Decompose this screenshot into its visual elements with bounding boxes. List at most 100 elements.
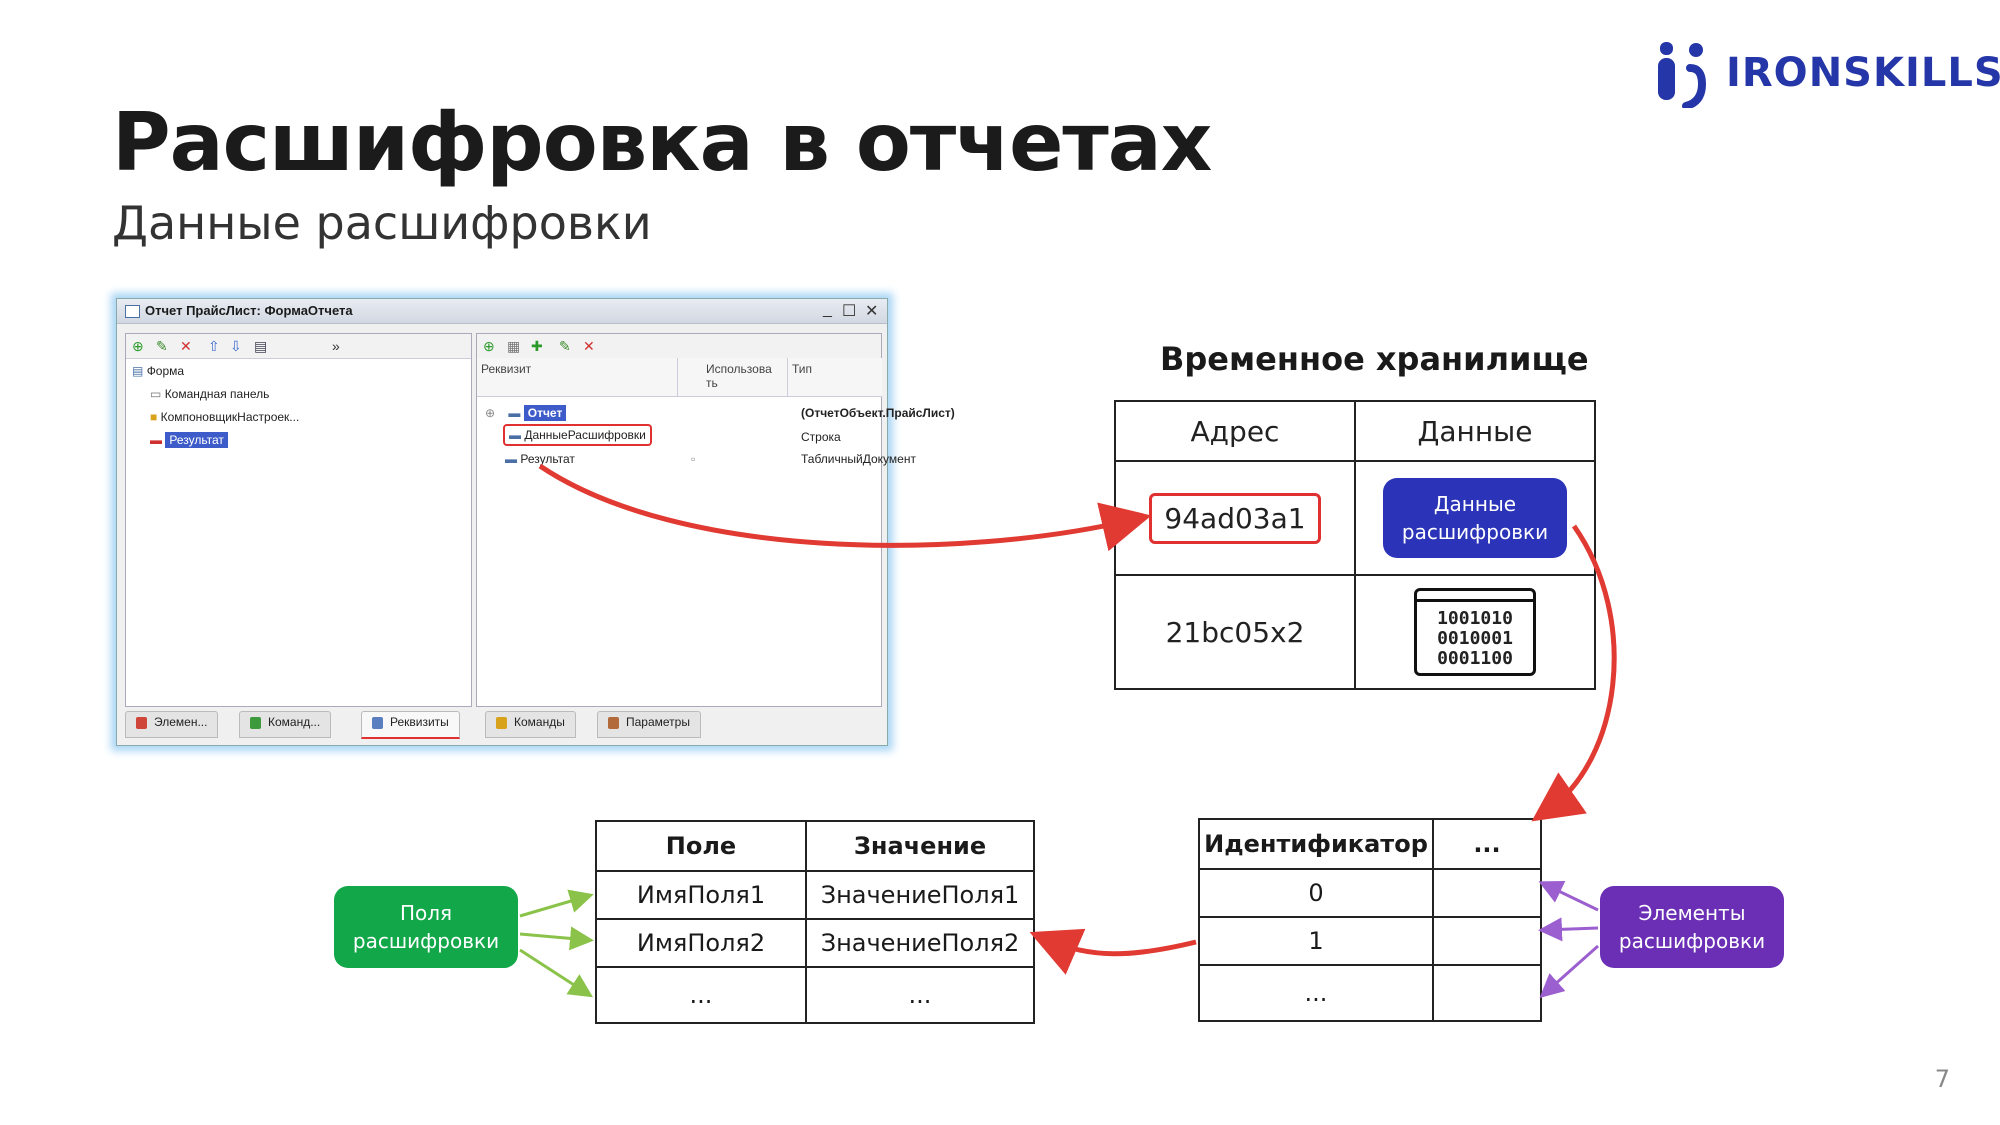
tab-commands-left[interactable]: Команд...	[239, 711, 332, 738]
fields-cell-value: ...	[805, 966, 1035, 1024]
attribute-row-decryption-data[interactable]: ▬ ДанныеРасшифровки	[503, 424, 652, 446]
tab-label: Реквизиты	[390, 715, 449, 729]
delete-icon[interactable]: ✕	[180, 338, 192, 354]
tab-attributes[interactable]: Реквизиты	[361, 711, 460, 739]
binary-text: 1001010 0010001 0001100	[1437, 608, 1513, 669]
tree-item-form[interactable]: ▤ Форма	[132, 364, 184, 378]
identifiers-table: Идентификатор ... 0 1 ...	[1198, 818, 1542, 1022]
tree-label: КомпоновщикНастроек...	[160, 410, 300, 424]
elements-tab-icon	[136, 717, 147, 729]
use-checkbox[interactable]: ▫	[691, 452, 696, 466]
ids-cell-empty	[1432, 964, 1542, 1022]
attribute-row-report[interactable]: ⊕ ▬ Отчет	[485, 405, 567, 421]
left-toolbar: ⊕ ✎ ✕ ⇧ ⇩ ▤ »	[126, 334, 471, 359]
column-use[interactable]: Использова ть	[677, 358, 788, 397]
tree-item-result[interactable]: ▬ Результат	[150, 432, 228, 448]
minimize-icon[interactable]: _	[823, 301, 832, 318]
maximize-icon[interactable]: ☐	[842, 303, 857, 320]
storage-title: Временное хранилище	[1160, 340, 1589, 378]
ids-cell: 0	[1198, 868, 1434, 918]
copy-icon[interactable]: ▦	[507, 338, 521, 354]
fields-pill: Поля расшифровки	[334, 886, 518, 968]
tree-item-command-panel[interactable]: ▭ Командная панель	[150, 387, 269, 401]
arrow-elements-1	[1538, 880, 1599, 912]
storage-header-data: Данные	[1354, 400, 1596, 462]
ids-header-more: ...	[1432, 818, 1542, 870]
page-number: 7	[1934, 1065, 1950, 1093]
tab-label: Параметры	[626, 715, 690, 729]
ids-cell: 1	[1198, 916, 1434, 966]
brand-name: IRONSKILLS	[1726, 50, 2000, 96]
attributes-pane: ⊕ ▦ ✚ ✎ ✕ Реквизит Использова ть Тип ⊕ ▬…	[476, 333, 955, 707]
tab-parameters[interactable]: Параметры	[597, 711, 701, 738]
ids-cell-empty	[1432, 916, 1542, 966]
fields-header-field: Поле	[595, 820, 807, 872]
fields-cell-name: ИмяПоля2	[595, 918, 807, 968]
attribute-type: (ОтчетОбъект.ПрайсЛист)	[801, 406, 955, 420]
window-title: Отчет ПрайсЛист: ФормаОтчета	[145, 303, 353, 318]
arrow-attribute-to-address	[538, 463, 1152, 552]
elements-pill: Элементы расшифровки	[1600, 886, 1784, 968]
arrow-ids-to-fields	[1029, 928, 1197, 975]
tree-label: Форма	[146, 364, 185, 378]
elements-tree-pane: ⊕ ✎ ✕ ⇧ ⇩ ▤ » ▤ Форма ▭ Командная панель…	[125, 333, 472, 707]
form-node-icon: ▤	[132, 364, 144, 378]
arrow-fields-2	[519, 926, 594, 951]
tab-bar: Элемен... Команд... Реквизиты Команды Па…	[125, 711, 885, 739]
attribute-row-result[interactable]: ▬ Результат	[505, 452, 575, 466]
binary-icon-bar	[1417, 599, 1533, 602]
arrow-fields-1	[519, 889, 594, 918]
slide-subtitle: Данные расшифровки	[112, 196, 652, 250]
tree-label: Результат	[165, 432, 228, 448]
storage-header-address: Адрес	[1114, 400, 1356, 462]
ids-cell: ...	[1198, 964, 1434, 1022]
commands-tab-icon	[250, 717, 261, 729]
form-settings-icon[interactable]: ▤	[254, 338, 268, 354]
close-icon[interactable]: ✕	[865, 303, 879, 320]
edit-icon[interactable]: ✎	[156, 338, 168, 354]
command-panel-icon: ▭	[150, 387, 162, 401]
more-icon[interactable]: »	[332, 338, 340, 354]
storage-cell-address: 21bc05x2	[1114, 574, 1356, 690]
field-icon: ▬	[505, 452, 517, 466]
tab-elements[interactable]: Элемен...	[125, 711, 219, 738]
folder-icon: ■	[150, 410, 158, 424]
tree-item-settings-composer[interactable]: ■ КомпоновщикНастроек...	[150, 410, 299, 424]
arrow-elements-3	[1539, 944, 1599, 998]
move-up-icon[interactable]: ⇧	[208, 338, 220, 354]
attribute-type: ТабличныйДокумент	[801, 452, 916, 466]
attribute-name: ДанныеРасшифровки	[524, 428, 646, 442]
add-attribute-icon[interactable]: ⊕	[483, 338, 495, 354]
expand-icon[interactable]: ⊕	[485, 406, 496, 420]
binary-data-icon: 1001010 0010001 0001100	[1414, 588, 1536, 676]
add-icon[interactable]: ⊕	[132, 338, 144, 354]
commands-tab-icon	[496, 717, 507, 729]
attribute-name: Отчет	[523, 405, 567, 421]
fields-header-value: Значение	[805, 820, 1035, 872]
move-down-icon[interactable]: ⇩	[230, 338, 242, 354]
right-toolbar: ⊕ ▦ ✚ ✎ ✕	[477, 334, 881, 359]
tab-commands[interactable]: Команды	[485, 711, 576, 738]
tab-label: Элемен...	[154, 715, 208, 729]
fields-cell-value: ЗначениеПоля1	[805, 870, 1035, 920]
storage-cell-data: 1001010 0010001 0001100	[1354, 574, 1596, 690]
delete-attribute-icon[interactable]: ✕	[583, 338, 595, 354]
storage-table: Адрес Данные 94ad03a1 Данные расшифровки…	[1114, 400, 1596, 690]
decryption-data-pill: Данные расшифровки	[1383, 478, 1567, 558]
column-label: Использова ть	[706, 362, 772, 390]
add-column-icon[interactable]: ✚	[531, 338, 543, 354]
column-type[interactable]: Тип	[787, 358, 882, 397]
form-window: Отчет ПрайсЛист: ФормаОтчета _ ☐ ✕ ⊕ ✎ ✕…	[116, 298, 955, 746]
attributes-tab-icon	[372, 717, 383, 729]
form-icon	[125, 305, 140, 318]
column-attribute[interactable]: Реквизит	[477, 358, 677, 397]
ids-cell-empty	[1432, 868, 1542, 918]
storage-cell-data: Данные расшифровки	[1354, 460, 1596, 576]
tab-label: Команды	[514, 715, 565, 729]
slide-title: Расшифровка в отчетах	[112, 96, 1212, 189]
edit-attribute-icon[interactable]: ✎	[559, 338, 571, 354]
field-icon: ▬	[509, 428, 521, 442]
field-icon: ▬	[150, 433, 162, 447]
arrow-data-to-ids	[1531, 524, 1617, 822]
